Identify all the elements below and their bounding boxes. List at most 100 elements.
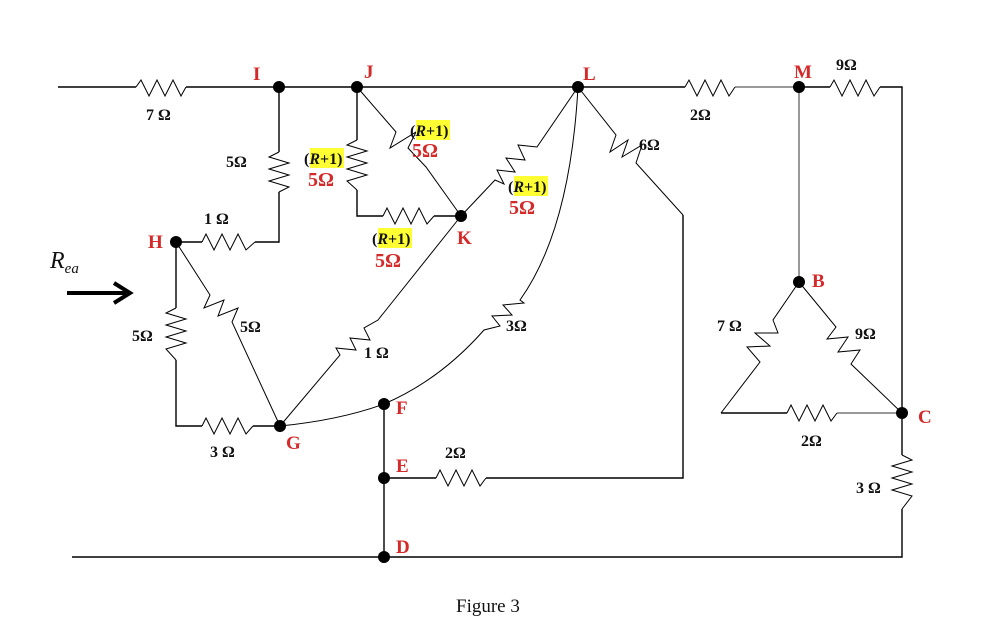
node-B xyxy=(793,276,805,288)
expr-part: R xyxy=(308,151,320,168)
expr-part: ( xyxy=(304,151,309,168)
value-E-2: 2Ω xyxy=(445,445,466,462)
expr-part: +1) xyxy=(524,179,546,196)
node-K xyxy=(455,210,467,222)
value-L-F-3: 3Ω xyxy=(506,318,527,335)
value-J-K-vertical: 5Ω xyxy=(308,169,334,191)
node-label-C: C xyxy=(918,407,932,428)
resistor-H-G-3 xyxy=(201,416,254,436)
expr-J-K-diagonal: (R+1) xyxy=(410,123,448,140)
equivalent-resistance-indicator: Rea xyxy=(49,248,134,305)
expr-part: R xyxy=(414,123,426,140)
expr-part: ( xyxy=(410,123,415,140)
expr-part: +1) xyxy=(426,123,448,140)
node-label-D: D xyxy=(396,537,410,558)
value-H-1: 1 Ω xyxy=(204,211,229,228)
req-label-subscript: ea xyxy=(65,261,79,277)
node-L xyxy=(572,81,584,93)
expr-part: +1) xyxy=(320,151,342,168)
node-label-H: H xyxy=(148,232,163,253)
node-label-E: E xyxy=(396,456,409,477)
node-G xyxy=(274,420,286,432)
node-I xyxy=(273,81,285,93)
node-label-M: M xyxy=(794,62,812,83)
node-C xyxy=(896,407,908,419)
expr-J-K-vertical: (R+1) xyxy=(304,151,342,168)
wire-vert-horiz xyxy=(356,190,383,217)
resistor-G-K-1 xyxy=(279,215,462,427)
wire-G-F-curve xyxy=(279,403,385,427)
node-label-F: F xyxy=(396,398,408,419)
resistor-J-K-vertical xyxy=(345,139,369,191)
node-E xyxy=(378,472,390,484)
resistor-L-F-3 xyxy=(383,86,579,405)
value-B-7: 7 Ω xyxy=(717,318,742,335)
resistor-input-7 xyxy=(135,78,187,98)
wire-2ohm-right xyxy=(486,215,684,479)
resistor-B-C-9 xyxy=(798,281,903,414)
highlight-J-K-diagonal xyxy=(416,120,450,140)
node-M xyxy=(793,81,805,93)
wire-right-top xyxy=(880,86,903,412)
resistor-H-vertical-5 xyxy=(164,307,188,361)
highlight-J-K-horizontal xyxy=(378,228,412,248)
node-label-K: K xyxy=(457,228,472,249)
req-label: Rea xyxy=(49,248,79,277)
node-label-J: J xyxy=(364,62,374,83)
resistor-H-G-5 xyxy=(175,241,281,427)
rplus-labels: (R+1) 5Ω (R+1) 5Ω (R+1) 5Ω (R+1) 5Ω xyxy=(304,120,548,272)
value-G-K-1: 1 Ω xyxy=(364,345,389,362)
node-labels: I J K L M H G F E D B C xyxy=(148,62,932,558)
node-label-B: B xyxy=(812,271,825,292)
node-F xyxy=(378,398,390,410)
node-H xyxy=(170,236,182,248)
resistor-delta-2 xyxy=(786,403,838,423)
resistor-H-1 xyxy=(201,232,256,252)
wire-H-bottom xyxy=(175,360,202,427)
value-M-9: 9Ω xyxy=(836,57,857,74)
resistors xyxy=(135,78,914,510)
resistor-B-7 xyxy=(720,281,800,414)
wire-bottom xyxy=(72,509,903,558)
figure-caption: Figure 3 xyxy=(456,596,520,617)
value-J-K-diagonal: 5Ω xyxy=(412,140,438,162)
resistor-C-D-3 xyxy=(890,454,914,510)
resistor-J-K-horizontal xyxy=(382,206,435,226)
value-H-G-3: 3 Ω xyxy=(210,444,235,461)
value-L-6: 6Ω xyxy=(639,137,660,154)
expr-K-L: (R+1) xyxy=(508,179,546,196)
highlight-K-L xyxy=(514,176,548,196)
resistor-L-6 xyxy=(577,86,684,216)
value-L-M-2: 2Ω xyxy=(690,107,711,124)
resistor-K-L xyxy=(460,86,579,217)
resistor-M-9 xyxy=(829,78,881,98)
expr-part: ( xyxy=(508,179,513,196)
value-C-D-3: 3 Ω xyxy=(856,480,881,497)
highlight-J-K-vertical xyxy=(310,148,344,168)
expr-J-K-horizontal: (R+1) xyxy=(372,231,410,248)
value-input-7: 7 Ω xyxy=(146,107,171,124)
resistor-I-5 xyxy=(267,151,291,193)
value-H-vertical-5: 5Ω xyxy=(132,328,153,345)
node-label-L: L xyxy=(583,64,596,85)
resistor-values: 7 Ω 5Ω 1 Ω 2Ω 9Ω 6Ω 5Ω 5Ω 3 Ω 1 Ω 3Ω 2Ω … xyxy=(132,57,881,497)
value-J-K-horizontal: 5Ω xyxy=(375,250,401,272)
expr-part: R xyxy=(376,231,388,248)
node-J xyxy=(351,81,363,93)
node-label-G: G xyxy=(286,433,301,454)
req-label-main: R xyxy=(49,248,65,274)
value-H-G-5: 5Ω xyxy=(240,319,261,336)
value-I-5: 5Ω xyxy=(226,154,247,171)
value-B-C-9: 9Ω xyxy=(855,326,876,343)
value-delta-2: 2Ω xyxy=(801,433,822,450)
expr-part: R xyxy=(512,179,524,196)
wire-5ohm-1ohm xyxy=(255,192,280,243)
arrow-right-icon xyxy=(112,281,134,305)
node-D xyxy=(378,551,390,563)
resistor-E-2 xyxy=(435,468,487,488)
node-label-I: I xyxy=(253,64,260,85)
value-K-L: 5Ω xyxy=(509,197,535,219)
resistor-J-K-diagonal xyxy=(356,86,462,217)
expr-part: +1) xyxy=(388,231,410,248)
